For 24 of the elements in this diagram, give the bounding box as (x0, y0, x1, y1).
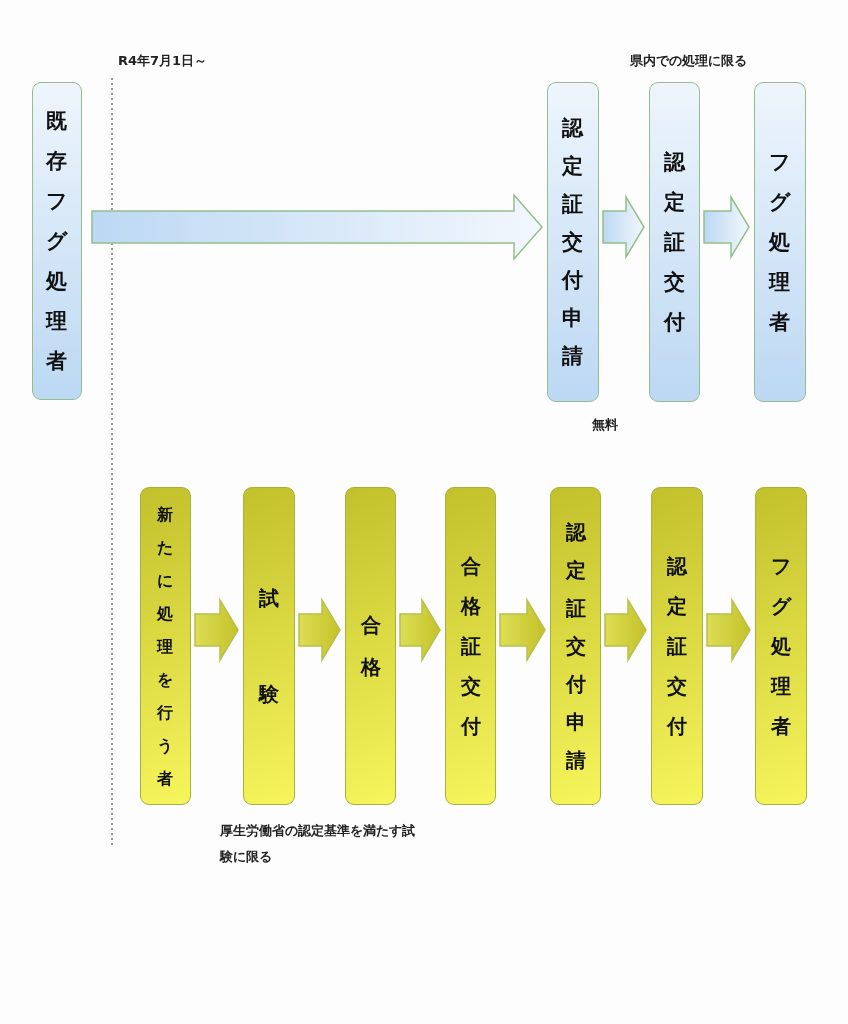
process-box: 認定証交付 (651, 487, 703, 805)
process-box: 認定証交付申請 (547, 82, 599, 402)
block-arrow (706, 597, 751, 663)
process-box: 合格 (345, 487, 396, 805)
process-box: 合格証交付 (445, 487, 496, 805)
process-box: フグ処理者 (755, 487, 807, 805)
block-arrow (91, 193, 543, 261)
date-label: R4年7月1日～ (118, 52, 208, 70)
process-box: 認定証交付申請 (550, 487, 601, 805)
block-arrow (499, 597, 546, 663)
block-arrow (399, 597, 441, 663)
process-box: 認定証交付 (649, 82, 700, 402)
block-arrow (298, 597, 341, 663)
process-box: 試験 (243, 487, 295, 805)
block-arrow (703, 194, 750, 260)
note-text: 厚生労働省の認定基準を満たす試験に限る (220, 822, 416, 866)
note-text: 無料 (592, 416, 619, 434)
process-box: 新たに処理を行う者 (140, 487, 191, 805)
block-arrow (602, 194, 645, 260)
block-arrow (194, 597, 239, 663)
note-text: 県内での処理に限る (630, 52, 747, 70)
block-arrow (604, 597, 647, 663)
process-box: 既存フグ処理者 (32, 82, 82, 400)
process-box: フグ処理者 (754, 82, 806, 402)
